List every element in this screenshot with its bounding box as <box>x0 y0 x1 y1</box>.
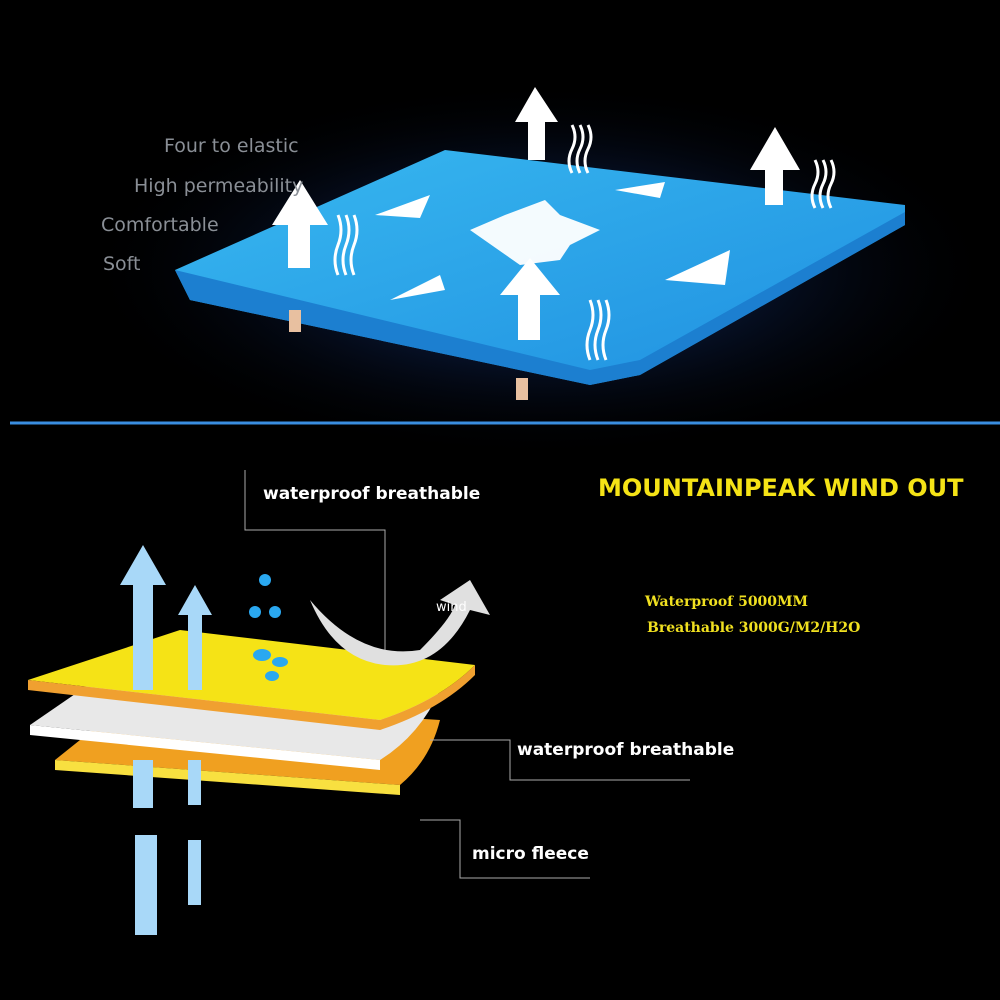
feature-label: Four to elastic <box>164 135 299 157</box>
layer-membrane-edge <box>30 725 380 770</box>
spec-label: Waterproof <box>645 594 734 610</box>
layer-label: waterproof breathable <box>263 484 481 504</box>
layer-label: waterproof breathable <box>517 740 735 760</box>
spec-label: Breathable <box>647 620 734 636</box>
leg <box>516 378 528 400</box>
water-drop-icons <box>249 574 288 681</box>
feature-label: Soft <box>103 253 141 275</box>
feature-label: High permeability <box>134 175 304 197</box>
leg <box>289 310 301 332</box>
arrow-icons <box>272 87 800 340</box>
vapor-arrows <box>120 545 212 935</box>
spec-waterproof: Waterproof 5000MM <box>645 594 808 610</box>
wave-icons <box>333 124 836 361</box>
leader-lines <box>244 470 690 879</box>
layer-label: micro fleece <box>472 844 589 864</box>
spec-value: 5000MM <box>738 594 809 610</box>
spec-value: 3000G/M2/H2O <box>738 620 861 636</box>
fabric-edge <box>175 212 905 385</box>
feature-label: Comfortable <box>101 214 219 236</box>
cross-icon <box>470 200 600 265</box>
wind-label: wind <box>436 600 467 615</box>
product-title: MOUNTAINPEAK WIND OUT <box>598 474 964 502</box>
spec-breathable: Breathable 3000G/M2/H2O <box>647 620 860 636</box>
layer-outer-edge <box>28 665 475 730</box>
wind-arrow-icon <box>310 580 490 666</box>
